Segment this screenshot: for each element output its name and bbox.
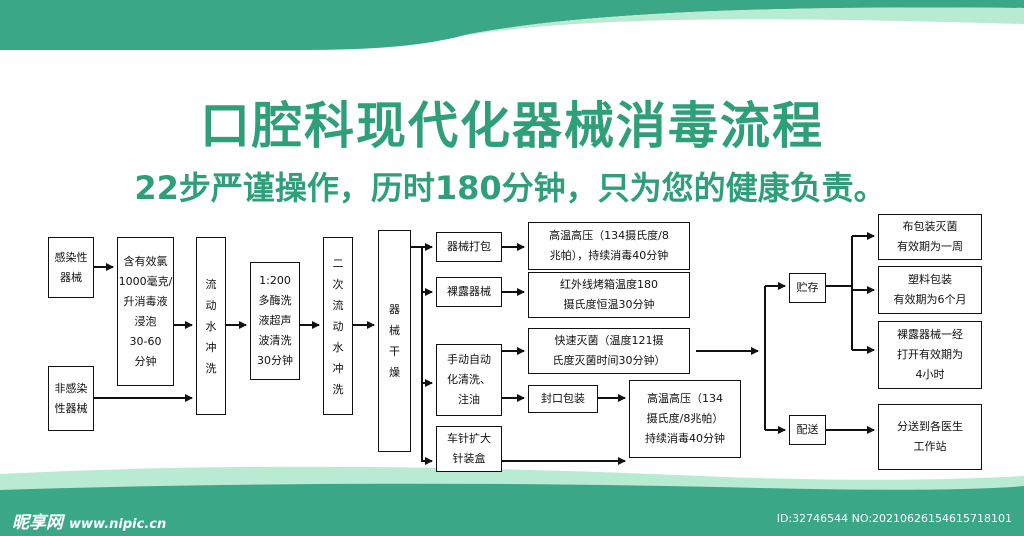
node-high-pressure-1: 高温高压（134摄氏度/8 兆帕），持续消毒40分钟	[528, 222, 690, 270]
page-title: 口腔科现代化器械消毒流程	[200, 97, 824, 155]
node-soak: 含有效氯 1000毫克/ 升消毒液 浸泡 30-60 分钟	[117, 237, 174, 386]
node-bare-expiry: 裸露器械一经 打开有效期为 4小时	[878, 321, 982, 389]
watermark-logo: 昵享网 www.nipic.cn	[12, 508, 166, 533]
node-bare: 裸露器械	[436, 277, 502, 307]
node-cloth-pack: 布包装灭菌 有效期为一周	[878, 214, 982, 260]
node-plastic-pack: 塑料包装 有效期为6个月	[878, 266, 982, 314]
node-enzyme: 1:200 多酶洗 液超声 波清洗 30分钟	[250, 262, 300, 380]
watermark-id: ID:32746544 NO:20210626154615718101	[776, 512, 1012, 525]
node-manual: 手动自动 化清洗、 注油	[436, 344, 502, 416]
watermark-url: www.nipic.cn	[69, 517, 167, 532]
watermark-brand: 昵享网	[12, 513, 63, 533]
node-infrared: 红外线烤箱温度180 摄氏度恒温30分钟	[528, 272, 690, 318]
node-infected: 感染性 器械	[48, 237, 94, 298]
node-rinse-1: 流 动 水 冲 洗	[196, 237, 226, 415]
node-fast-sterilize: 快速灭菌（温度121摄 氏度灭菌时间30分钟）	[528, 328, 690, 374]
bottom-band	[0, 466, 1024, 536]
node-pack: 器械打包	[436, 232, 502, 262]
node-high-pressure-2: 高温高压（134 摄氏度/8兆帕） 持续消毒40分钟	[629, 380, 741, 458]
node-seal: 封口包装	[528, 385, 598, 413]
node-drill: 车针扩大 针装盒	[436, 426, 502, 472]
top-band	[0, 0, 1024, 50]
page-subtitle: 22步严谨操作，历时180分钟，只为您的健康负责。	[134, 169, 886, 207]
node-clinic: 分送到各医生 工作站	[878, 404, 982, 470]
node-deliver: 配送	[789, 415, 826, 445]
node-store: 贮存	[789, 273, 826, 303]
node-dry: 器 械 干 燥	[378, 230, 411, 452]
node-rinse-2: 二 次 流 动 水 冲 洗	[323, 237, 353, 415]
node-noninfected: 非感染 性器械	[48, 366, 94, 431]
